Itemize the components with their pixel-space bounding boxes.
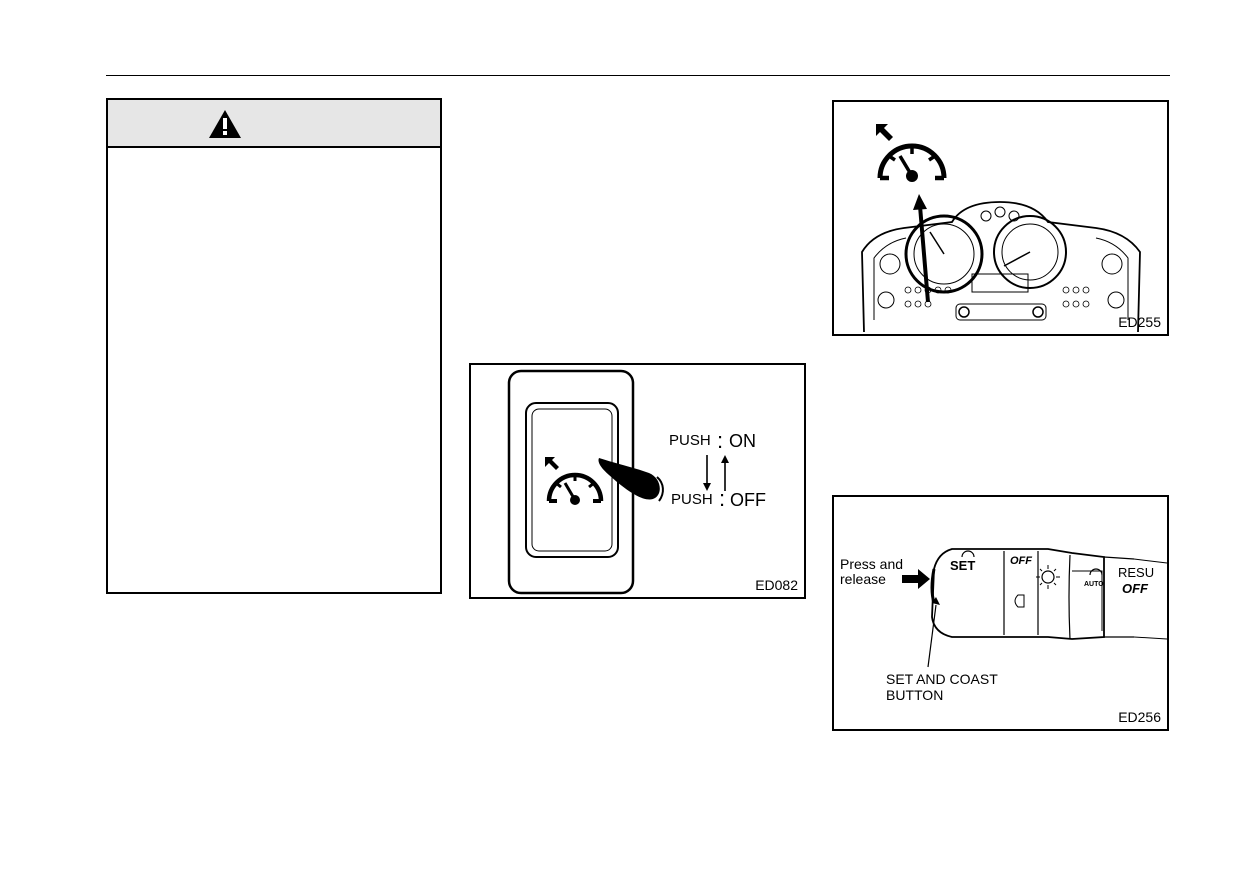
figure-ed255: ED255 xyxy=(832,100,1169,336)
off-value: OFF xyxy=(730,490,766,510)
on-value: ON xyxy=(729,431,756,451)
cruise-switch-illustration xyxy=(507,369,664,595)
button-label-line2: BUTTON xyxy=(886,687,944,703)
warning-box xyxy=(106,98,442,594)
push-off-label: PUSH xyxy=(671,491,713,508)
switch-off-label: OFF xyxy=(1010,555,1032,567)
press-label-line2: release xyxy=(840,571,886,587)
figure-code: ED256 xyxy=(1118,709,1161,725)
colon-on: : xyxy=(717,428,724,453)
switch-off2-label: OFF xyxy=(1122,581,1148,596)
warning-triangle-icon xyxy=(209,110,241,138)
press-label-line1: Press and xyxy=(840,556,904,572)
push-on-label: PUSH xyxy=(669,432,711,449)
figure-code: ED082 xyxy=(755,577,798,593)
switch-resu-label: RESU xyxy=(1118,565,1155,580)
switch-auto-label: AUTO xyxy=(1084,581,1104,588)
colon-off: : xyxy=(719,486,726,511)
cruise-control-icon xyxy=(876,124,947,182)
instrument-cluster-illustration xyxy=(861,194,1141,332)
figure-ed082: PUSH : ON PUSH : OFF ED082 xyxy=(469,363,806,599)
figure-ed256: SET OFF AUTO RESU OFF Press and release … xyxy=(832,495,1169,731)
button-label-line1: SET AND COAST xyxy=(886,671,998,687)
switch-set-label: SET xyxy=(950,558,976,573)
toggle-arrows xyxy=(703,455,729,491)
header-rule xyxy=(106,75,1170,76)
cruise-control-icon xyxy=(545,457,604,505)
control-stalk-illustration xyxy=(902,548,1167,668)
figure-code: ED255 xyxy=(1118,314,1161,330)
warning-header xyxy=(108,100,440,148)
